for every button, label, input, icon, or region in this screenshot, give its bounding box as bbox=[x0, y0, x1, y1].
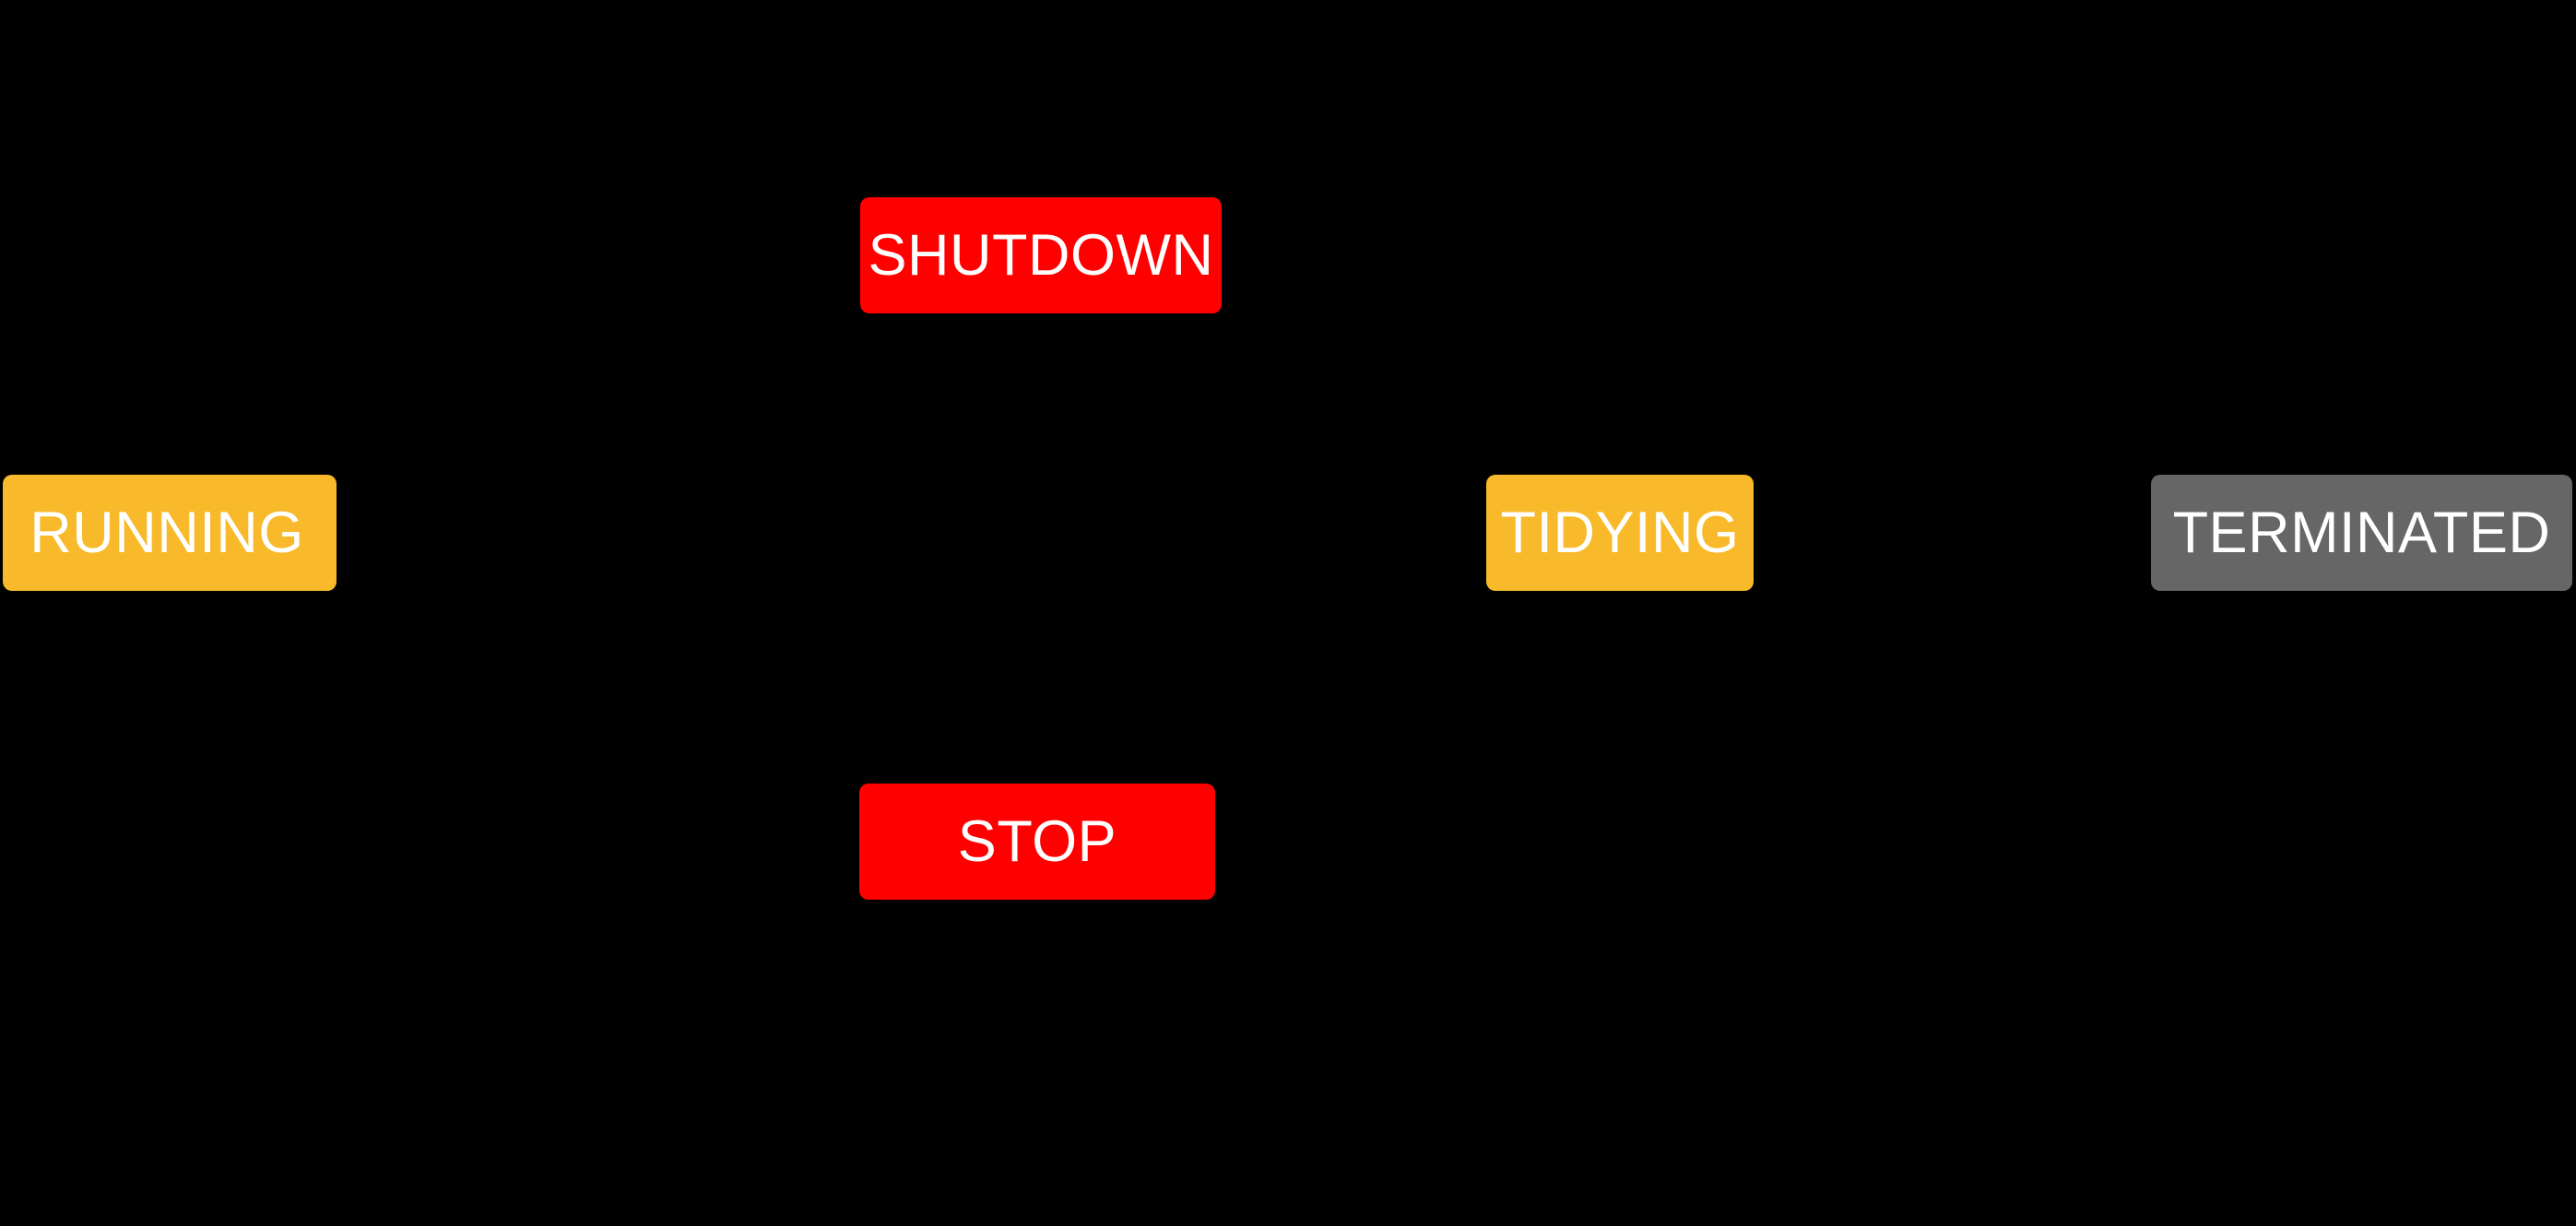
state-node-shutdown[interactable]: SHUTDOWN bbox=[860, 197, 1222, 313]
state-node-tidying[interactable]: TIDYING bbox=[1486, 475, 1754, 591]
state-node-tidying-label: TIDYING bbox=[1500, 500, 1740, 565]
state-node-stop-label: STOP bbox=[957, 808, 1117, 874]
state-node-shutdown-label: SHUTDOWN bbox=[868, 222, 1214, 288]
state-node-terminated[interactable]: TERMINATED bbox=[2151, 475, 2572, 591]
state-node-running[interactable]: RUNNING bbox=[3, 475, 337, 591]
state-node-running-label: RUNNING bbox=[30, 500, 304, 565]
state-node-stop[interactable]: STOP bbox=[859, 784, 1215, 900]
state-node-terminated-label: TERMINATED bbox=[2172, 500, 2551, 565]
